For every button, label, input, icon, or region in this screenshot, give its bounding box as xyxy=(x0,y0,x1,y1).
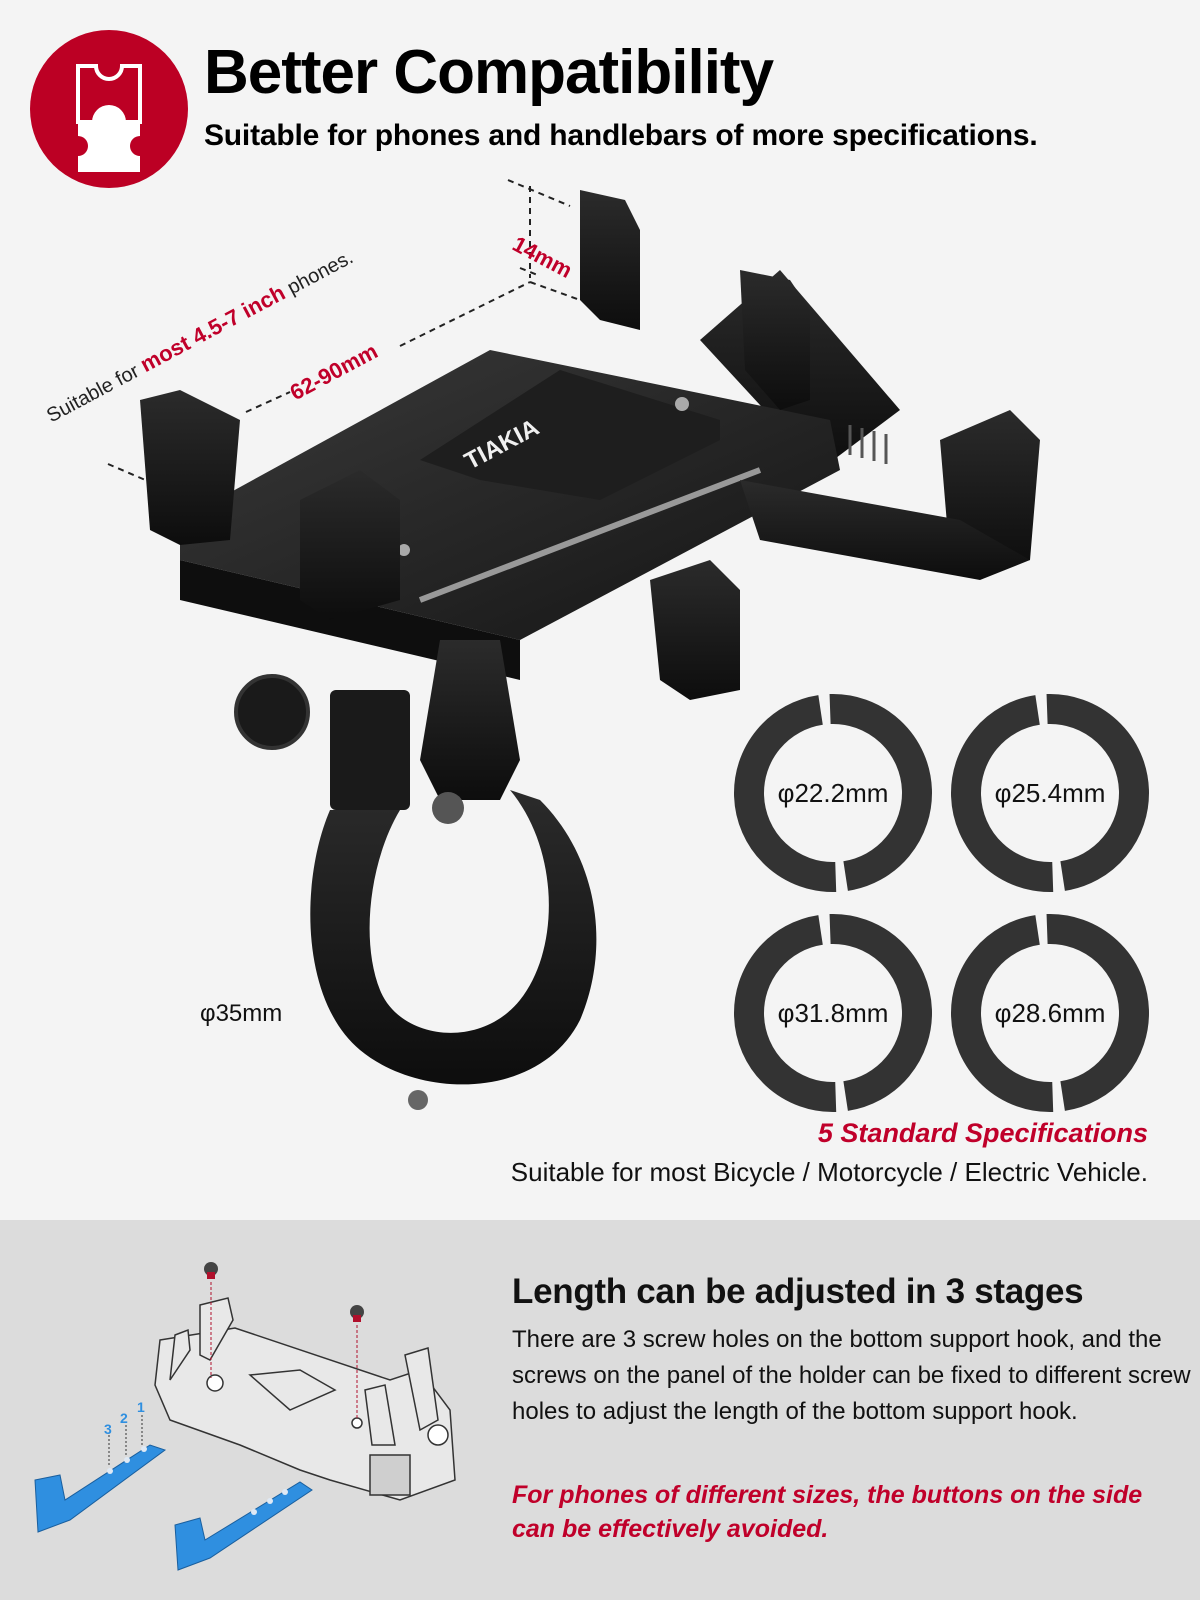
compatibility-section: Better Compatibility Suitable for phones… xyxy=(30,30,1150,1187)
hole-label-2: 2 xyxy=(120,1410,128,1426)
page-subtitle: Suitable for phones and handlebars of mo… xyxy=(204,119,1038,152)
spacer-ring-25: φ25.4mm xyxy=(950,693,1150,893)
hole-label-1: 1 xyxy=(137,1399,145,1415)
ring-icon xyxy=(734,694,932,892)
phone-holder-illustration: TIAKIA xyxy=(107,179,1040,1110)
spec-title: 5 Standard Specifications xyxy=(817,1118,1148,1148)
adjustment-note: For phones of different sizes, the butto… xyxy=(512,1481,1143,1543)
hole-label-3: 3 xyxy=(104,1421,112,1437)
ring-size-label: φ28.6mm xyxy=(994,997,1106,1028)
clamp-diameter-label: φ35mm xyxy=(200,1000,283,1027)
ring-icon xyxy=(951,914,1149,1113)
ring-icon xyxy=(734,914,932,1113)
compatibility-badge xyxy=(30,30,188,188)
spacer-ring-28: φ28.6mm xyxy=(950,913,1150,1113)
ring-size-label: φ22.2mm xyxy=(777,777,889,808)
ring-size-label: φ25.4mm xyxy=(994,777,1106,808)
adjustment-description: There are 3 screw holes on the bottom su… xyxy=(512,1326,1191,1425)
spacer-ring-22: φ22.2mm xyxy=(733,693,933,893)
spec-subtitle: Suitable for most Bicycle / Motorcycle /… xyxy=(510,1157,1148,1187)
ring-icon xyxy=(951,694,1149,892)
adjustment-title: Length can be adjusted in 3 stages xyxy=(512,1272,1084,1311)
puzzle-piece-icon xyxy=(76,64,142,172)
spacer-ring-31: φ31.8mm xyxy=(733,913,933,1113)
hook-adjustment-diagram: 1 2 3 xyxy=(34,1262,456,1571)
ring-size-label: φ31.8mm xyxy=(777,997,889,1028)
page-title: Better Compatibility xyxy=(204,38,774,107)
